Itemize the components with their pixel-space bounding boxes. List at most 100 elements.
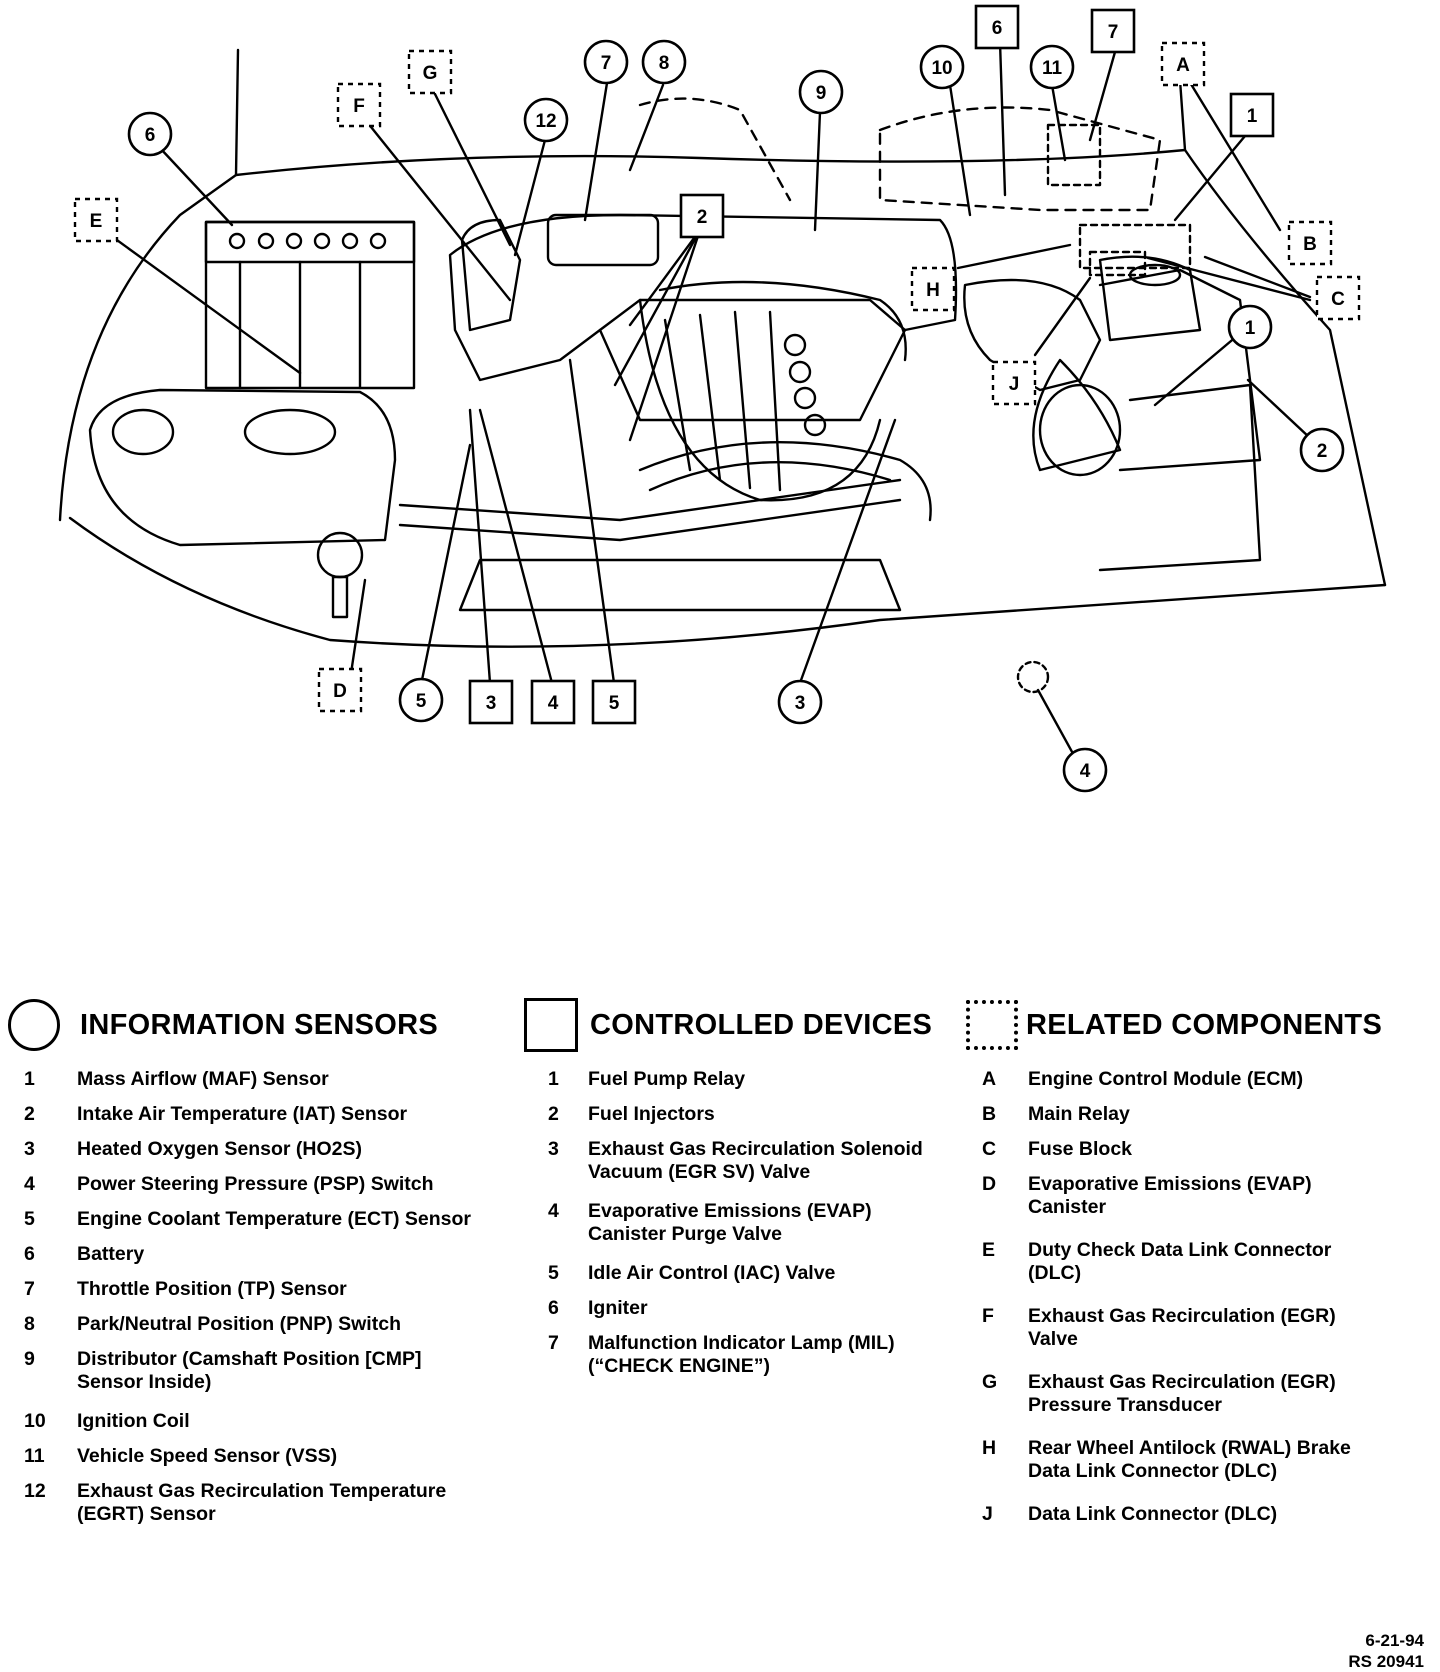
battery-shape [204, 220, 416, 390]
callout-marker-box [530, 679, 576, 725]
callout-label: D [333, 681, 347, 702]
document-stamp: 6-21-94 RS 20941 [1348, 1630, 1424, 1672]
legend-header-sensors: INFORMATION SENSORS [8, 992, 438, 1058]
callout-marker-box [1229, 92, 1275, 138]
callout-marker-circle [583, 39, 629, 85]
callout-marker-circle [398, 677, 444, 723]
callout-label: 4 [548, 693, 559, 714]
callout-marker-box [1090, 8, 1136, 54]
callout-marker-dashed [317, 667, 363, 713]
callout-label: 10 [931, 58, 952, 79]
dashed-square-symbol-icon [966, 1000, 1018, 1050]
callout-label: C [1331, 289, 1345, 310]
callout-label: 4 [1080, 761, 1091, 782]
callout-marker-circle [641, 39, 687, 85]
callout-marker-dashed [991, 360, 1037, 406]
callout-label: F [353, 96, 365, 117]
callout-marker-circle [798, 69, 844, 115]
callout-marker-circle [1227, 304, 1273, 350]
callout-label: 7 [601, 53, 612, 74]
callout-marker-dashed [1160, 41, 1206, 87]
callout-marker-box [974, 4, 1020, 50]
callout-label: H [926, 280, 940, 301]
callout-marker-dashed [1287, 220, 1333, 266]
engine-compartment-diagram: 6 E G F 12 7 8 9 [58, 4, 1387, 793]
callout-label: 3 [795, 693, 806, 714]
hood-outline [234, 48, 1187, 177]
callout-label: 1 [1245, 318, 1256, 339]
square-symbol-icon [524, 998, 578, 1052]
legend-header-components: RELATED COMPONENTS [966, 992, 1382, 1058]
stamp-ref: RS 20941 [1348, 1652, 1424, 1671]
callout-label: A [1176, 55, 1190, 76]
callout-marker-circle [523, 97, 569, 143]
callout-marker-circle [1299, 427, 1345, 473]
callout-label: 2 [697, 207, 708, 228]
legend-title: INFORMATION SENSORS [80, 1008, 439, 1041]
callout-marker-dashed [1315, 275, 1361, 321]
callout-label: 7 [1108, 22, 1119, 43]
callout-marker-box [468, 679, 514, 725]
legend-title: CONTROLLED DEVICES [590, 1008, 933, 1041]
callout-marker-dashed [73, 197, 119, 243]
callout-marker-circle [127, 111, 173, 157]
callout-marker-box [591, 679, 637, 725]
callout-label: G [423, 63, 438, 84]
callout-label: 1 [1247, 106, 1258, 127]
callout-marker-dashed [407, 49, 453, 95]
callout-marker-circle [1029, 44, 1075, 90]
callout-label: 9 [816, 83, 827, 104]
stamp-date: 6-21-94 [1365, 1631, 1424, 1650]
callout-label: J [1009, 374, 1020, 395]
legend-title: RELATED COMPONENTS [1026, 1008, 1383, 1041]
callout-label: 5 [609, 693, 620, 714]
callout-label: 12 [535, 111, 556, 132]
callout-label: 2 [1317, 441, 1328, 462]
callout-marker-dashed [336, 82, 382, 128]
callout-label: 3 [486, 693, 497, 714]
callout-marker-box [679, 193, 725, 239]
callout-label: 6 [145, 125, 156, 146]
callout-markers: 6 E G F 12 7 8 9 [73, 4, 1361, 793]
callout-label: 5 [416, 691, 427, 712]
callout-marker-circle [1062, 747, 1108, 793]
callout-label: E [90, 211, 103, 232]
callout-label: 11 [1042, 58, 1063, 79]
callout-label: B [1303, 234, 1317, 255]
callout-marker-circle [919, 44, 965, 90]
circle-symbol-icon [8, 999, 60, 1051]
callout-marker-circle [777, 679, 823, 725]
callout-label: 8 [659, 53, 670, 74]
